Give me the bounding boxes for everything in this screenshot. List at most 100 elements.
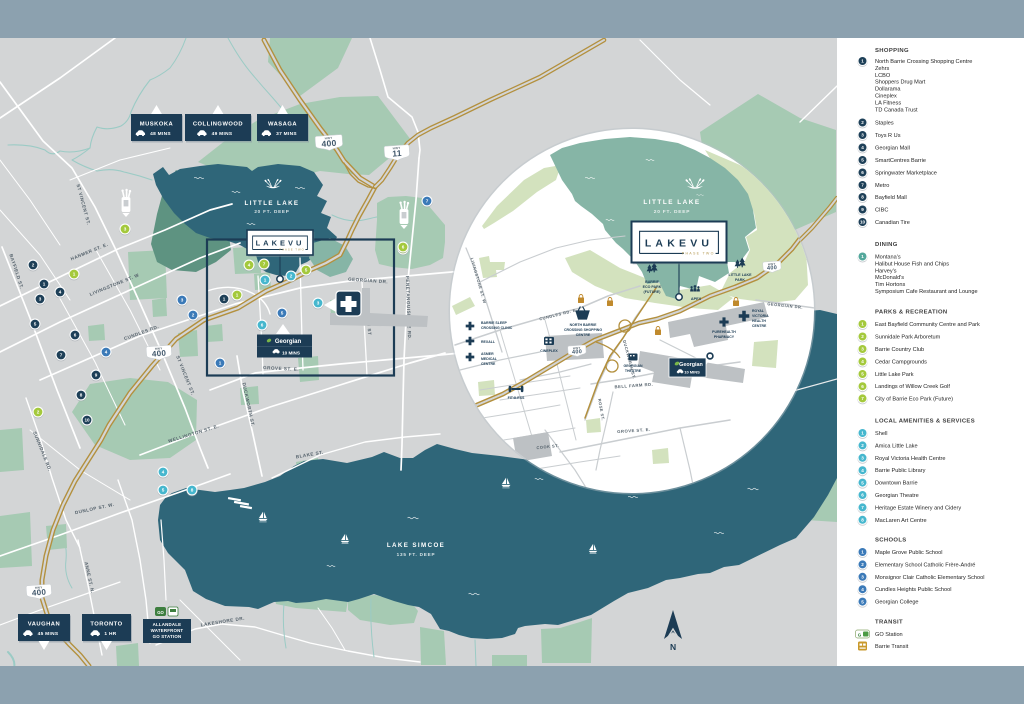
svg-text:MEDICAL: MEDICAL [481, 357, 498, 361]
svg-text:3: 3 [39, 297, 42, 302]
svg-text:7: 7 [861, 396, 864, 401]
svg-text:Elementary School Catholic Frè: Elementary School Catholic Frère-André [875, 562, 975, 568]
svg-text:8: 8 [861, 518, 864, 523]
svg-text:HWY: HWY [768, 262, 776, 267]
svg-text:20 FT. DEEP: 20 FT. DEEP [654, 209, 691, 215]
svg-text:BARRIE: BARRIE [645, 280, 659, 284]
svg-text:45 MINS: 45 MINS [38, 631, 59, 637]
svg-text:Cedar Campgrounds: Cedar Campgrounds [875, 360, 927, 366]
svg-text:HWY: HWY [325, 136, 333, 141]
svg-text:ROSE ST.: ROSE ST. [597, 398, 606, 421]
svg-text:Shoppers Drug Mart: Shoppers Drug Mart [875, 80, 926, 86]
svg-text:COLLINGWOOD: COLLINGWOOD [193, 121, 243, 127]
svg-text:Harvey's: Harvey's [875, 268, 897, 274]
svg-text:9: 9 [95, 373, 98, 378]
svg-text:7: 7 [60, 353, 63, 358]
svg-text:CROSSING CLINIC: CROSSING CLINIC [481, 326, 513, 330]
svg-text:135 FT. DEEP: 135 FT. DEEP [397, 552, 436, 557]
svg-text:Canadian Tire: Canadian Tire [875, 220, 910, 226]
svg-text:Monsignor Clair Catholic Eleme: Monsignor Clair Catholic Elementary Scho… [875, 575, 984, 581]
svg-text:6: 6 [861, 384, 864, 389]
svg-text:11: 11 [392, 148, 402, 159]
svg-text:4: 4 [59, 290, 62, 295]
svg-text:TORONTO: TORONTO [90, 621, 122, 627]
svg-text:LA Fitness: LA Fitness [875, 100, 901, 106]
svg-text:Barrie Public Library: Barrie Public Library [875, 468, 926, 474]
svg-text:CINEPLEX: CINEPLEX [540, 349, 558, 353]
svg-text:1: 1 [219, 361, 222, 366]
svg-text:Bayfield Mall: Bayfield Mall [875, 195, 907, 201]
svg-text:Metro: Metro [875, 183, 889, 189]
svg-text:4: 4 [162, 470, 165, 475]
svg-text:400: 400 [572, 349, 582, 356]
svg-text:HWY: HWY [35, 585, 43, 590]
svg-text:ROYAL: ROYAL [752, 309, 765, 313]
svg-text:Toys R Us: Toys R Us [875, 133, 901, 139]
svg-text:FIT4LESS: FIT4LESS [508, 396, 525, 400]
svg-text:20 FT. DEEP: 20 FT. DEEP [254, 209, 289, 214]
svg-text:MacLaren Art Centre: MacLaren Art Centre [875, 518, 927, 524]
svg-text:City of Barrie Eco Park (Futur: City of Barrie Eco Park (Future) [875, 396, 953, 402]
svg-text:Springwater Marketplace: Springwater Marketplace [875, 171, 937, 177]
svg-text:Barrie Country Club: Barrie Country Club [875, 347, 924, 353]
svg-text:LOCAL AMENITIES & SERVICES: LOCAL AMENITIES & SERVICES [875, 419, 975, 425]
svg-text:5: 5 [861, 599, 864, 604]
svg-text:G: G [858, 633, 862, 638]
svg-text:LCBO: LCBO [875, 73, 891, 79]
svg-text:5: 5 [861, 158, 864, 163]
svg-text:HWY: HWY [393, 146, 401, 151]
svg-text:BARRIE SLEEP: BARRIE SLEEP [481, 321, 508, 325]
svg-text:(FUTURE): (FUTURE) [644, 290, 662, 294]
svg-text:5: 5 [305, 268, 308, 273]
svg-text:PARK: PARK [735, 278, 745, 282]
svg-text:CROSSING SHOPPING: CROSSING SHOPPING [564, 328, 602, 332]
svg-text:Staples: Staples [875, 121, 894, 127]
svg-text:3: 3 [861, 347, 864, 352]
svg-text:7: 7 [426, 199, 429, 204]
svg-text:1 HR: 1 HR [104, 631, 116, 637]
svg-text:N: N [670, 642, 676, 652]
svg-text:GO STATION: GO STATION [153, 634, 182, 639]
svg-text:LAKE SIMCOE: LAKE SIMCOE [387, 542, 445, 549]
svg-text:6: 6 [861, 170, 864, 175]
svg-text:Montana's: Montana's [875, 255, 901, 261]
svg-text:ANNE ST. N.: ANNE ST. N. [84, 561, 96, 594]
svg-text:2: 2 [37, 410, 40, 415]
svg-text:PHARMACY: PHARMACY [714, 335, 735, 339]
svg-text:WASAGA: WASAGA [268, 121, 297, 127]
svg-text:ECO PARK: ECO PARK [643, 285, 662, 289]
svg-text:Downtown Barrie: Downtown Barrie [875, 481, 918, 487]
svg-text:1: 1 [861, 550, 864, 555]
svg-text:4: 4 [861, 587, 864, 592]
svg-text:VICTORIA: VICTORIA [752, 314, 769, 318]
svg-text:GROVE ST. E.: GROVE ST. E. [617, 427, 651, 434]
svg-text:Sunnidale Park Arboretum: Sunnidale Park Arboretum [875, 335, 941, 341]
svg-text:1: 1 [861, 322, 864, 327]
svg-text:GEORGIAN: GEORGIAN [623, 364, 643, 368]
svg-text:HWY: HWY [573, 346, 581, 351]
svg-text:LAKESHORE DR.: LAKESHORE DR. [200, 616, 245, 628]
svg-text:8: 8 [191, 488, 194, 493]
svg-text:5: 5 [162, 488, 165, 493]
svg-text:5: 5 [861, 480, 864, 485]
svg-text:1: 1 [861, 254, 864, 259]
svg-text:400: 400 [321, 138, 337, 149]
svg-text:1: 1 [264, 278, 267, 283]
svg-text:SHOPPING: SHOPPING [875, 48, 909, 54]
svg-text:PARKS & RECREATION: PARKS & RECREATION [875, 310, 948, 316]
svg-text:Georgian: Georgian [679, 362, 703, 368]
svg-text:3: 3 [181, 298, 184, 303]
svg-text:3: 3 [317, 301, 320, 306]
svg-text:4: 4 [861, 359, 864, 364]
svg-text:4: 4 [105, 350, 108, 355]
svg-text:CENTRE: CENTRE [481, 362, 496, 366]
svg-text:2: 2 [290, 274, 293, 279]
svg-text:REXALL: REXALL [481, 340, 496, 344]
svg-text:49 MINS: 49 MINS [212, 131, 233, 137]
svg-text:GO: GO [157, 610, 164, 615]
svg-text:SCHOOLS: SCHOOLS [875, 538, 907, 544]
svg-text:10 MINS: 10 MINS [684, 370, 700, 375]
svg-text:Georgian Theatre: Georgian Theatre [875, 493, 919, 499]
svg-text:48 MINS: 48 MINS [150, 131, 171, 137]
svg-text:Shell: Shell [875, 431, 887, 437]
